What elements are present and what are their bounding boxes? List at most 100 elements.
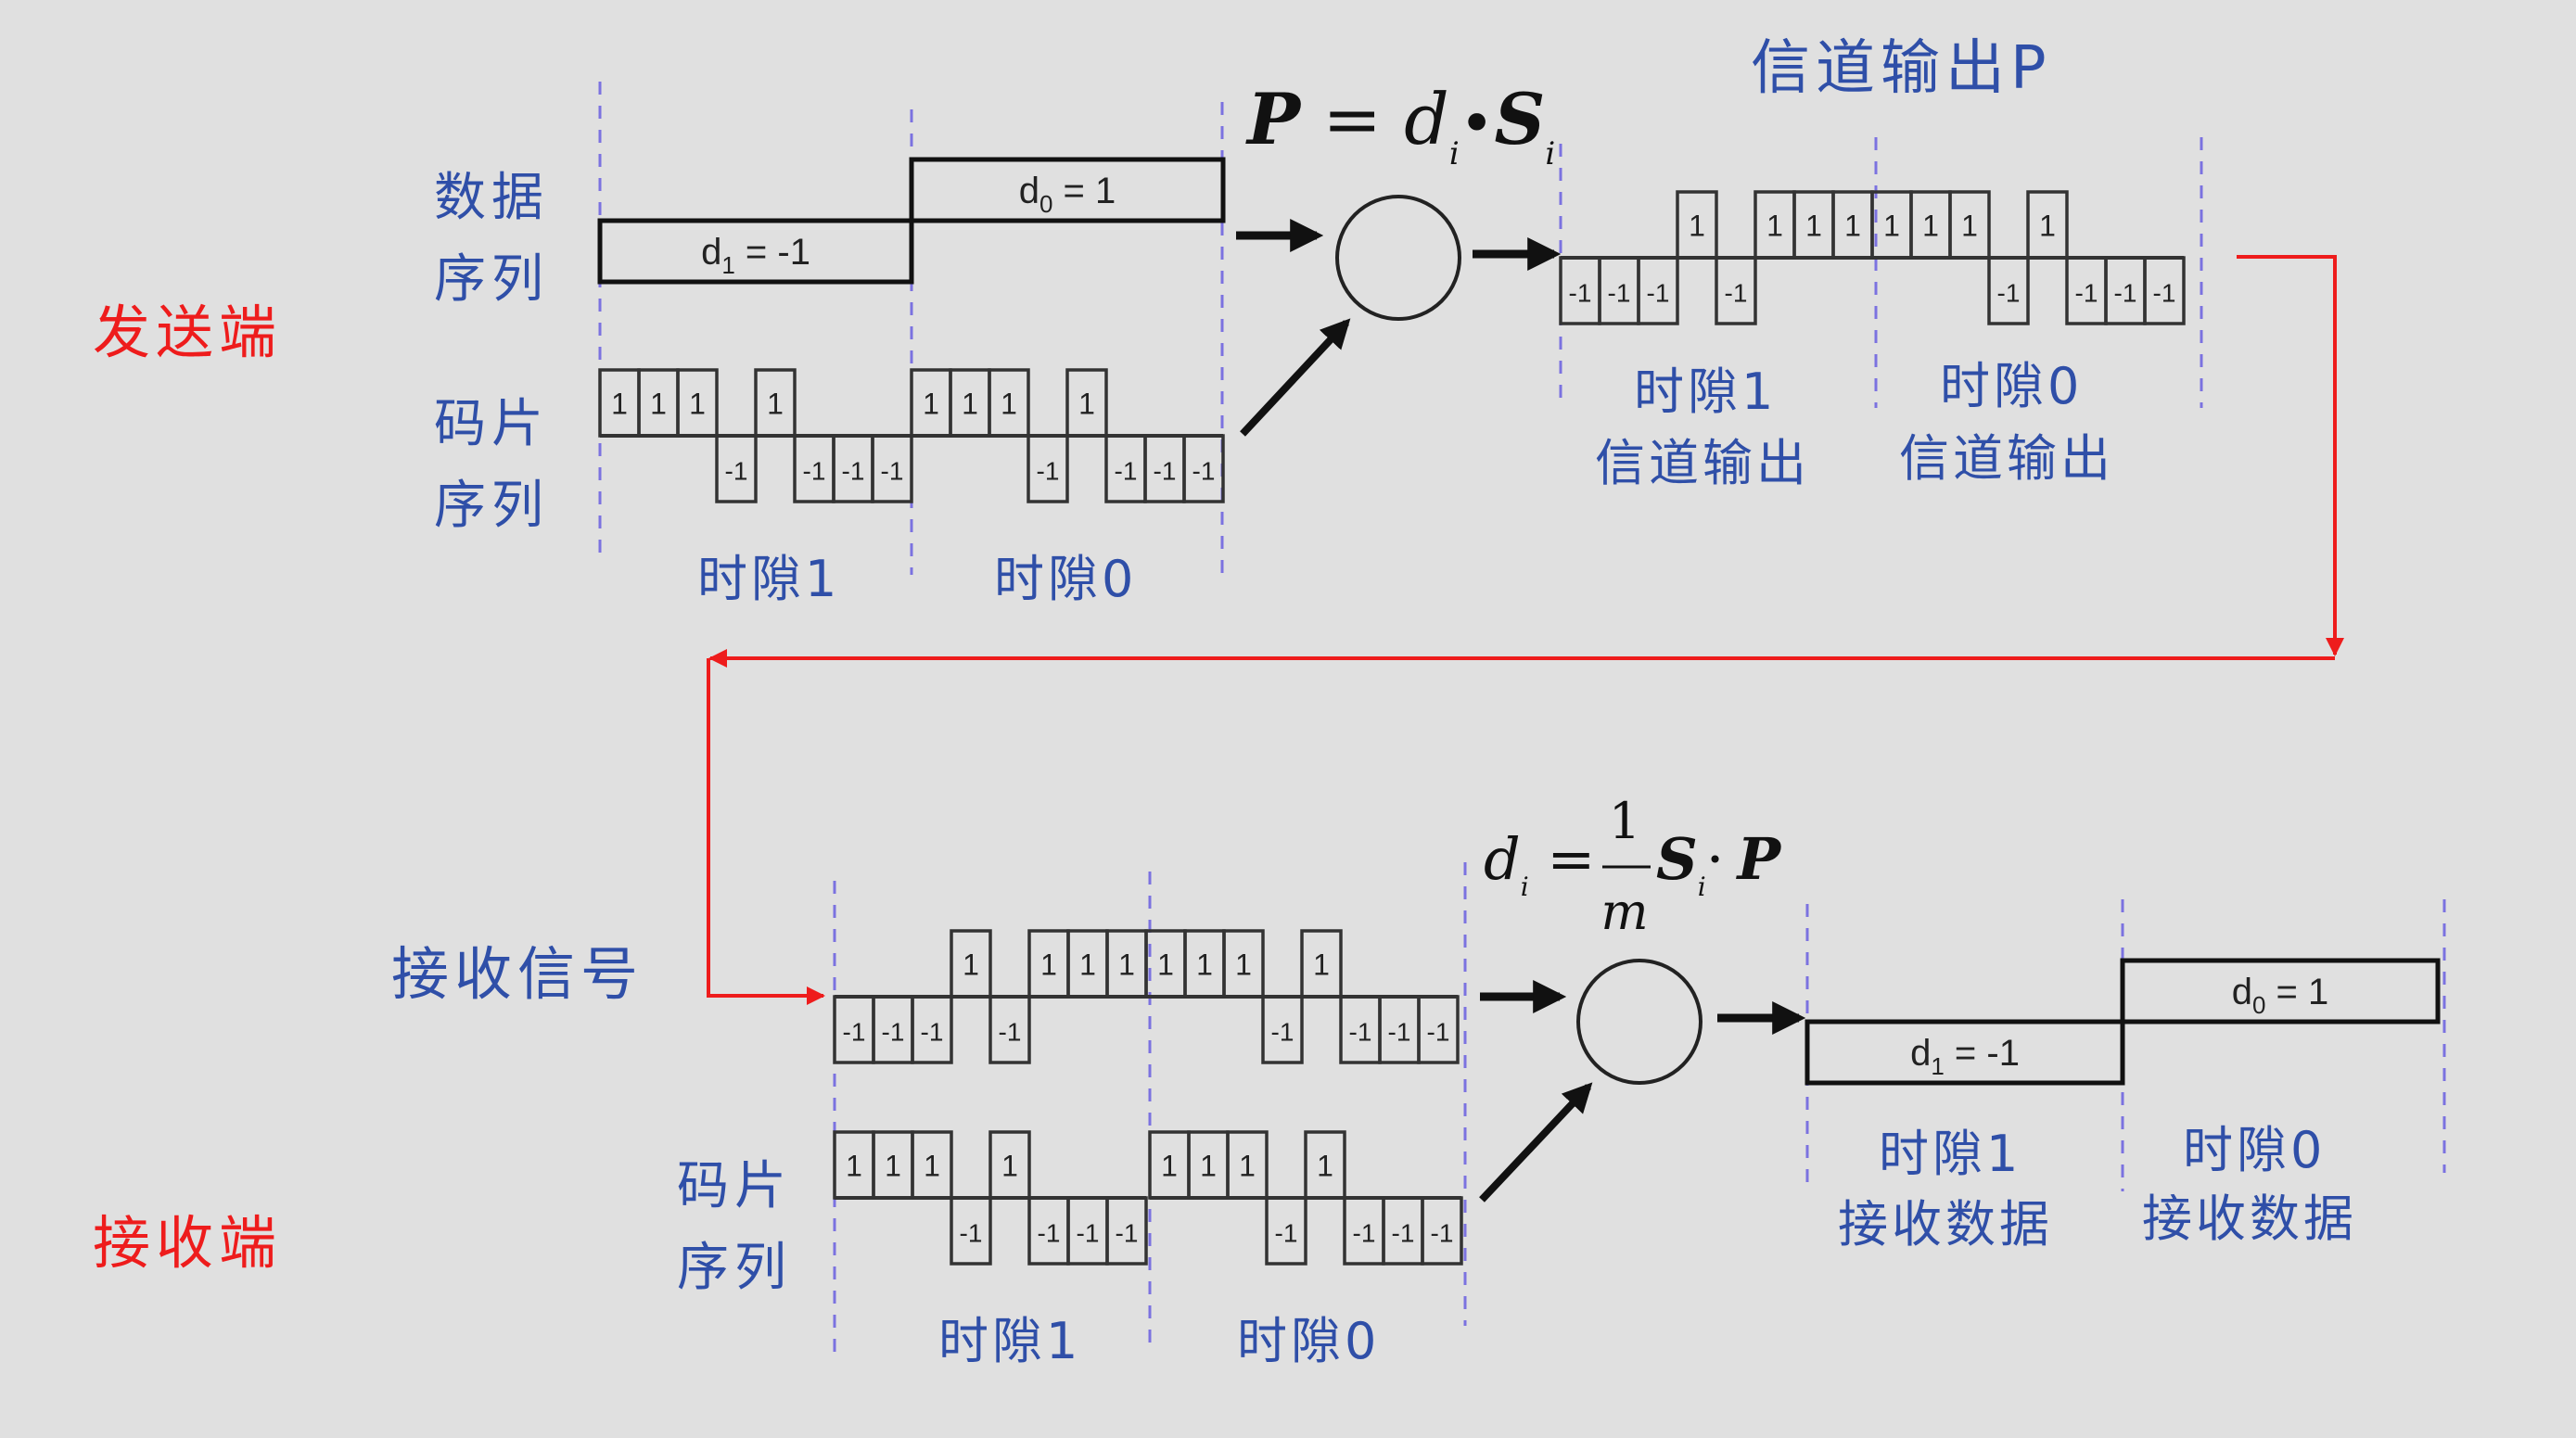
- chip-value: 1: [1313, 948, 1330, 982]
- chip-value: -1: [1275, 1219, 1298, 1248]
- receiver-title: 接收端: [93, 1209, 283, 1277]
- chip-value: 1: [962, 388, 978, 421]
- chip-value: 1: [767, 388, 784, 421]
- received-signal-label: 接收信号: [391, 940, 644, 1008]
- formula-p: P: [1245, 78, 1302, 160]
- rformula-p: P: [1735, 825, 1782, 893]
- chip-value: -1: [1608, 279, 1631, 308]
- sender-title: 发送端: [93, 299, 283, 366]
- data-bit-box: [2120, 958, 2441, 1024]
- data-sequence-label: 数据序列: [434, 168, 549, 310]
- svg-text:di =: di =: [1484, 825, 1595, 902]
- chip-value: -1: [881, 457, 904, 486]
- chip-value: 1: [924, 1150, 940, 1183]
- formula-s-sub: i: [1545, 135, 1555, 172]
- rformula-d-sub: i: [1521, 872, 1529, 902]
- channel-output-title: 信道输出P: [1751, 34, 2052, 103]
- chip-value: -1: [1427, 1018, 1450, 1047]
- formula-dot: •: [1460, 90, 1495, 159]
- chip-value: 1: [923, 388, 939, 421]
- data-bit-box: [597, 218, 914, 285]
- chip-value: -1: [1116, 1219, 1139, 1248]
- data-bit-label: d1 = -1: [701, 232, 810, 279]
- chip-value: -1: [1115, 457, 1138, 486]
- result-slot0-caption: 接收数据: [2142, 1190, 2357, 1248]
- channel-slot1-label: 时隙1: [1634, 363, 1778, 421]
- chip-value: 1: [1844, 210, 1861, 243]
- formula-d: d: [1404, 78, 1449, 160]
- receiver-formula: di = 1 m Si·P: [1484, 792, 1782, 941]
- receiver-slot1-label: 时隙1: [938, 1312, 1082, 1370]
- result-slot1-label: 时隙1: [1879, 1125, 2022, 1183]
- data-bit-label: d0 = 1: [2232, 972, 2329, 1019]
- chip-value: -1: [999, 1018, 1022, 1047]
- chip-value: 1: [885, 1150, 901, 1183]
- chip-value: 1: [963, 948, 979, 982]
- chip-value: -1: [2114, 279, 2137, 308]
- chip-value: 1: [1961, 210, 1978, 243]
- formula-eq: =: [1300, 78, 1404, 160]
- chip-value: -1: [2075, 279, 2098, 308]
- chip-value: 1: [1239, 1150, 1256, 1183]
- chip-value: -1: [1038, 1219, 1061, 1248]
- receiver-slot0-label: 时隙0: [1237, 1312, 1381, 1370]
- chip-value: -1: [2153, 279, 2176, 308]
- chip-value: 1: [1001, 1150, 1018, 1183]
- chip-value: -1: [1431, 1219, 1454, 1248]
- formula-d-sub: i: [1449, 135, 1460, 172]
- flow-connector-left: [707, 658, 825, 1005]
- flow-connector-right: [2237, 255, 2344, 656]
- chip-value: 1: [1118, 948, 1135, 982]
- chip-to-receiver-mixer-arrow: [1479, 1082, 1593, 1203]
- chip-value: -1: [843, 1018, 866, 1047]
- received-data-sequence: d1 = -1 d0 = 1: [1804, 958, 2441, 1086]
- receiver-chip-sequence-label: 码片序列: [677, 1156, 792, 1298]
- chip-value: 1: [1805, 210, 1822, 243]
- chip-value: 1: [1001, 388, 1017, 421]
- chip-value: -1: [1569, 279, 1592, 308]
- chip-value: 1: [2039, 210, 2056, 243]
- chip-value: 1: [689, 388, 706, 421]
- chip-value: 1: [1317, 1150, 1333, 1183]
- rformula-d: d: [1484, 825, 1521, 893]
- sender-mixer-circle: [1335, 195, 1461, 321]
- chip-value: -1: [1353, 1219, 1376, 1248]
- chip-value: 1: [1040, 948, 1057, 982]
- data-bit-label: d1 = -1: [1910, 1033, 2020, 1080]
- channel-slot0-caption: 信道输出: [1899, 429, 2114, 488]
- svg-text:Si·P: Si·P: [1656, 825, 1782, 902]
- chip-value: -1: [725, 457, 748, 486]
- chip-value: 1: [611, 388, 628, 421]
- rformula-dot: ·: [1706, 825, 1725, 893]
- data-bit-box: [1804, 1019, 2125, 1086]
- chip-value: -1: [1725, 279, 1748, 308]
- result-slot1-caption: 接收数据: [1838, 1195, 2053, 1253]
- chip-value: 1: [1079, 948, 1096, 982]
- chip-value: 1: [1922, 210, 1939, 243]
- chip-value: -1: [1388, 1018, 1411, 1047]
- chip-value: 1: [1196, 948, 1213, 982]
- chip-value: 1: [1157, 948, 1174, 982]
- chip-value: -1: [1154, 457, 1177, 486]
- chip-value: 1: [650, 388, 667, 421]
- chip-value: 1: [846, 1150, 862, 1183]
- channel-slot0-label: 时隙0: [1940, 357, 2084, 415]
- chip-value: -1: [882, 1018, 905, 1047]
- chip-value: -1: [1647, 279, 1670, 308]
- chip-value: -1: [1192, 457, 1216, 486]
- sender-data-sequence: d1 = -1d0 = 1: [597, 157, 1226, 285]
- chip-value: -1: [960, 1219, 983, 1248]
- chip-value: -1: [842, 457, 865, 486]
- chip-value: -1: [803, 457, 826, 486]
- rformula-s-sub: i: [1698, 872, 1706, 902]
- formula-s: S: [1494, 78, 1545, 160]
- chip-value: 1: [1235, 948, 1252, 982]
- slot-dividers: [598, 82, 2446, 1354]
